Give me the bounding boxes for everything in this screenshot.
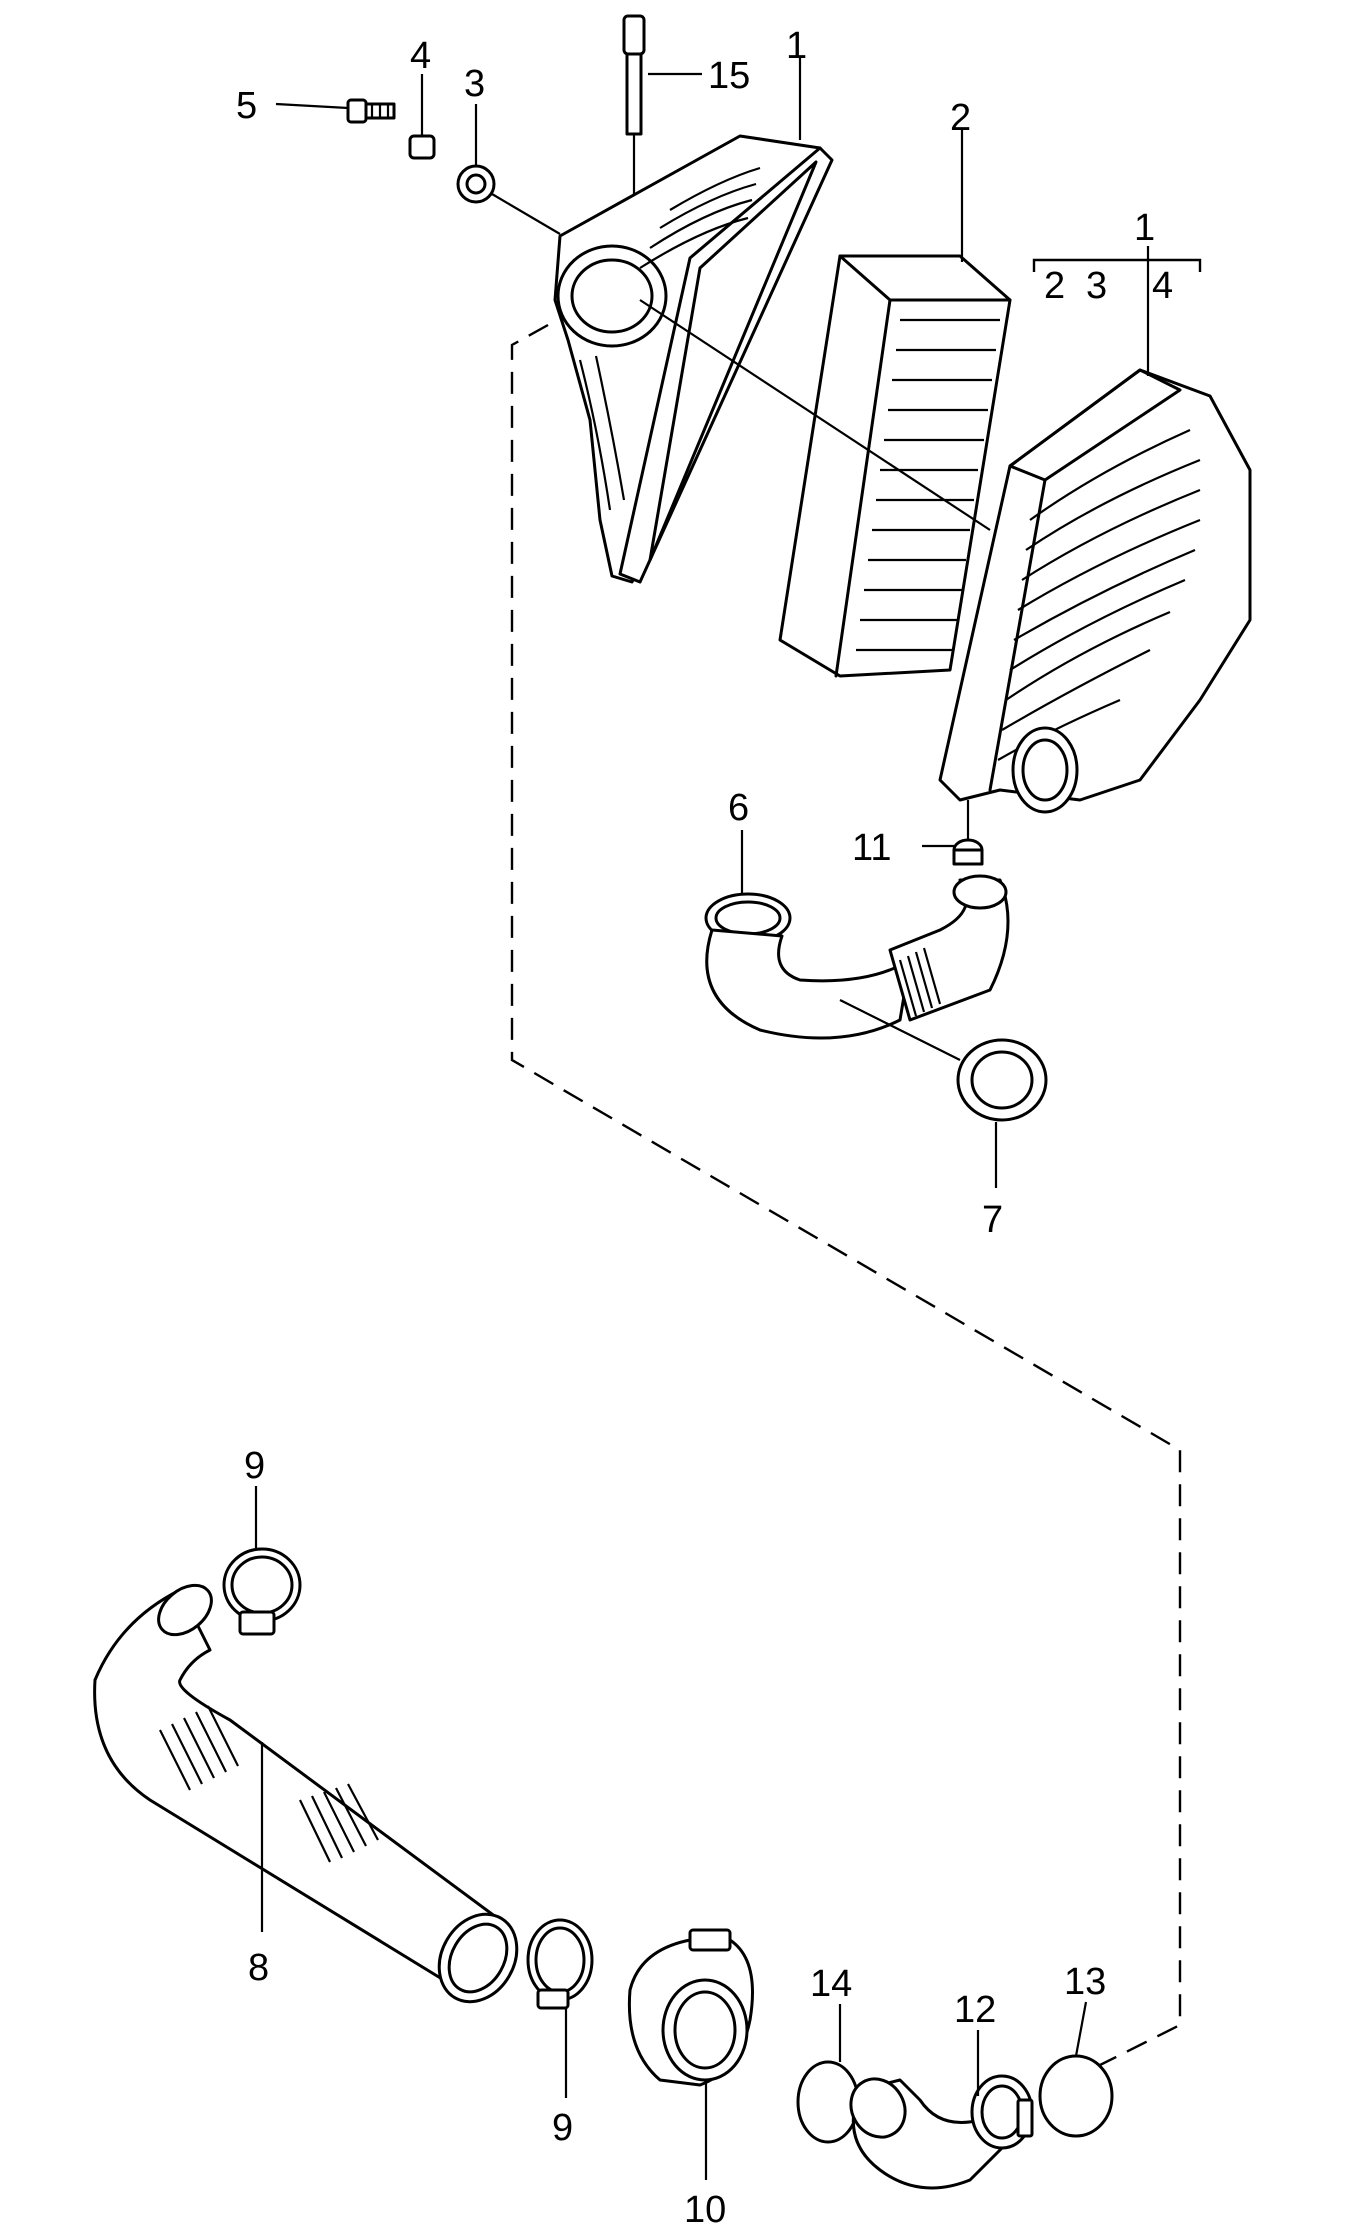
part-1-lower-housing [938, 368, 1252, 814]
callout-1-top: 1 [786, 25, 807, 67]
filter-axis-line [639, 299, 991, 531]
callout-6: 6 [728, 787, 749, 829]
callout-14: 14 [810, 1963, 852, 2005]
callout-3: 3 [464, 63, 485, 105]
callout-8: 8 [248, 1947, 269, 1989]
fastener-axis-line [491, 193, 561, 235]
callout-2: 2 [950, 97, 971, 139]
callout-1-group-sub-3: 3 [1086, 265, 1107, 307]
callout-9-top: 9 [244, 1445, 265, 1487]
part-10-air-mass-meter [627, 1928, 754, 2087]
callout-5: 5 [236, 85, 257, 127]
part-5-bolt [346, 98, 396, 124]
part-15-pin [622, 14, 646, 285]
callout-11: 11 [852, 827, 891, 869]
callout-7: 7 [982, 1199, 1003, 1241]
part-11-fitting [952, 800, 984, 866]
part-4-spacer [408, 134, 436, 160]
callout-1-group: 1 [1134, 207, 1155, 249]
callout-12: 12 [954, 1989, 996, 2031]
callout-1-group-sub-2: 2 [1044, 265, 1065, 307]
leader-lines [254, 58, 1150, 2180]
part-8-ribbed-hose [93, 1583, 519, 2004]
assembly-guide-line [510, 323, 1182, 2067]
part-2-filter-element [778, 254, 1012, 678]
callout-9-bottom: 9 [552, 2107, 573, 2149]
callout-4: 4 [410, 35, 431, 77]
callout-15: 15 [708, 55, 750, 97]
callout-1-group-bracket [1032, 258, 1202, 272]
callout-10: 10 [684, 2189, 726, 2228]
part-13-gasket [1038, 2054, 1114, 2138]
part-3-grommet [456, 164, 496, 204]
hose-axis-line [839, 999, 961, 1061]
part-9-hose-clamp-top [222, 1547, 302, 1636]
callout-13: 13 [1064, 1961, 1106, 2003]
part-7-seal-ring [956, 1038, 1048, 1122]
callout-1-group-sub-4: 4 [1152, 265, 1173, 307]
part-9-hose-clamp-bottom [526, 1918, 594, 2010]
part-12-elbow [849, 2074, 1034, 2190]
part-14-gasket [796, 2060, 860, 2144]
part-6-intake-hose [704, 874, 1010, 1040]
part-1-upper-housing [553, 134, 834, 584]
